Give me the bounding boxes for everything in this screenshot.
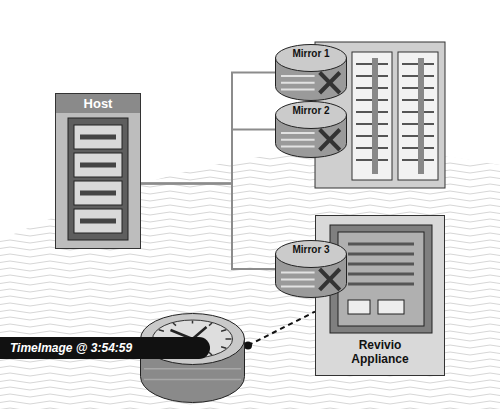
link-dot (244, 341, 252, 349)
disk-stripes (144, 369, 241, 380)
appliance-slots (348, 244, 414, 284)
server-chassis (68, 118, 128, 240)
mirror-disk: Mirror 1 (275, 44, 347, 101)
connector-group (141, 183, 275, 269)
appliance-box: Revivio Appliance (315, 215, 445, 376)
rack-rail (372, 58, 378, 174)
disk-shape (276, 241, 347, 298)
disk-stripes (281, 272, 315, 286)
disk-top (276, 45, 347, 72)
node-label: Revivio Appliance (340, 338, 420, 366)
mirror-disk: Mirror 3 (275, 240, 347, 298)
disk-shape (276, 45, 347, 101)
disk-emblem (320, 130, 340, 151)
connector-group (141, 130, 275, 184)
appliance-panel (338, 232, 424, 326)
mirror-link (141, 73, 275, 184)
node-label: Mirror 1 (275, 48, 347, 59)
node-label: Mirror 2 (275, 105, 347, 116)
node-label: Host (56, 94, 140, 113)
mirror-link (141, 130, 275, 184)
dashed-link (248, 312, 315, 346)
disk-stripes (281, 76, 315, 90)
appliance-art (315, 215, 445, 376)
connector-group (244, 312, 315, 350)
wave-pattern (0, 151, 500, 409)
host-server-art (55, 93, 141, 249)
disk-stripes (281, 133, 315, 147)
rack-rail (418, 58, 424, 174)
disk-top (276, 102, 347, 129)
host-body (55, 93, 141, 249)
bay-slot (80, 137, 116, 221)
appliance-body (315, 215, 445, 376)
timeimage-disk: TimeImage @ 3:54:59 (0, 313, 248, 403)
host-box: Host (55, 93, 141, 249)
appliance-port (378, 300, 404, 314)
appliance-port (348, 300, 370, 314)
disk-top (276, 241, 347, 268)
connector-group (141, 73, 275, 184)
mirror-link (141, 183, 275, 269)
node-label: TimeImage @ 3:54:59 (0, 337, 210, 359)
node-label: Mirror 3 (275, 244, 347, 255)
mirror-disk: Mirror 2 (275, 101, 347, 158)
disk-emblem (320, 269, 340, 290)
disk-emblem (320, 73, 340, 94)
disk-shape (276, 102, 347, 158)
